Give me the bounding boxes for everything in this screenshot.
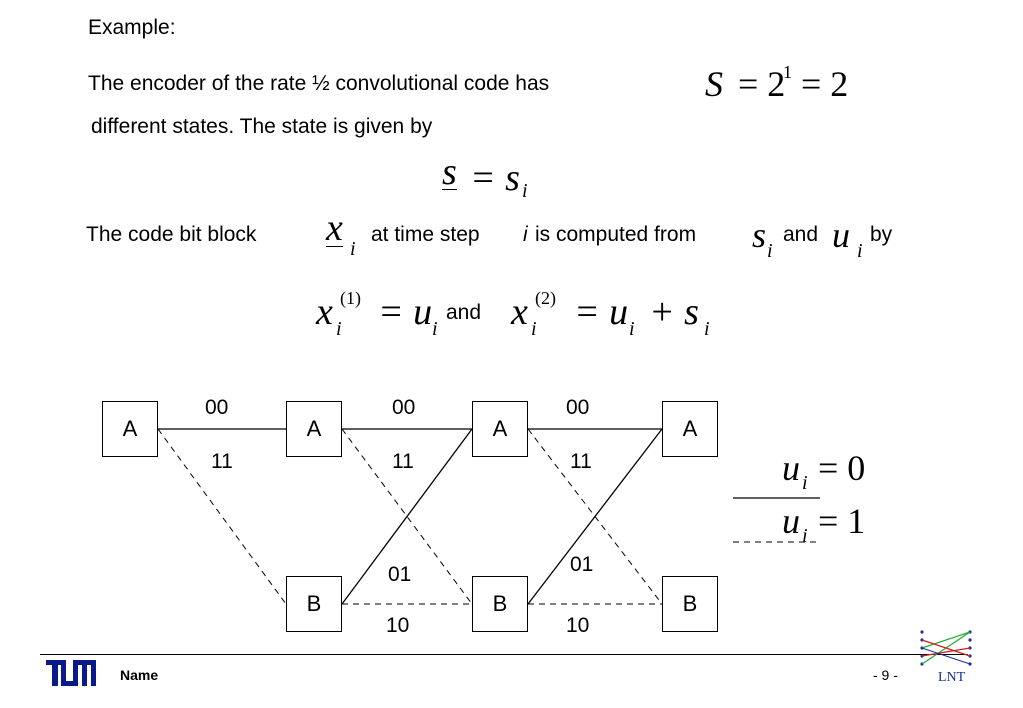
paragraph-2-computed: is computed from (535, 223, 697, 246)
label-10-1: 10 (386, 614, 410, 637)
legend-dashed-u: u (782, 501, 800, 541)
node-b-3: B (472, 576, 528, 632)
edge-b2-a3 (341, 428, 473, 605)
eq-x1-sub: i (336, 318, 342, 340)
eq-rhs1-sub: i (432, 318, 438, 340)
eq-eq2: = 2 (801, 64, 849, 104)
label-11-3: 11 (570, 450, 592, 473)
label-00-3: 00 (566, 396, 590, 419)
tum-logo-icon (46, 660, 96, 686)
eq-rhs2: = u (574, 291, 629, 333)
node-b-4: B (662, 576, 718, 632)
legend-solid-sub: i (802, 472, 808, 494)
paragraph-2-and: and (783, 223, 819, 246)
eq-plus-s: + s (649, 291, 699, 333)
eq-eq1: = 2 (738, 64, 786, 104)
eq-S: S (705, 64, 723, 104)
footer-page-number: - 9 - (873, 667, 898, 683)
eq-rhs2-sub: i (629, 318, 635, 340)
label-00-1: 00 (205, 396, 229, 419)
lnt-logo: LNT (918, 628, 978, 686)
tum-logo (46, 660, 96, 686)
legend-dashed-eq: = 1 (818, 501, 866, 541)
node-a-1: A (102, 401, 158, 457)
label-01-1: 01 (388, 563, 412, 586)
eq-state-sub: i (522, 180, 528, 202)
node-a-2: A (286, 401, 342, 457)
paragraph-2-start: The code bit block (86, 223, 257, 246)
label-00-2: 00 (392, 396, 416, 419)
slide-heading: Example: (88, 16, 176, 39)
node-a-3: A (472, 401, 528, 457)
eq-rhs1: = u (378, 291, 433, 333)
label-11-1: 11 (211, 450, 233, 473)
eq-x2-sup: (2) (535, 288, 556, 308)
eq-plus-s-sub: i (704, 318, 710, 340)
eq-state-s-vector: s (442, 151, 457, 193)
edge-a3-b4 (527, 428, 663, 605)
eq-state-rhs: = s (470, 157, 520, 199)
paragraph-2-middle: at time step (371, 223, 480, 246)
paragraph-1-line-1: The encoder of the rate ½ convolutional … (88, 72, 550, 95)
paragraph-1-line-2: different states. The state is given by (91, 115, 433, 138)
footer-name: Name (120, 667, 159, 683)
node-b-2: B (286, 576, 342, 632)
var-u-sub: i (857, 240, 863, 262)
lnt-logo-text: LNT (938, 670, 966, 685)
var-s-sub: i (767, 240, 773, 262)
eq-x2-sub: i (531, 318, 537, 340)
paragraph-2-i: i (523, 223, 528, 246)
var-u: u (832, 215, 850, 255)
var-x-vector: x (326, 207, 343, 249)
legend-dashed-sub: i (802, 525, 808, 547)
label-10-2: 10 (566, 614, 590, 637)
var-s: s (752, 215, 767, 255)
lnt-trellis-icon (920, 630, 972, 666)
paragraph-2-by: by (870, 223, 893, 246)
eq-exp: 1 (783, 62, 792, 82)
var-x-sub: i (350, 238, 356, 260)
legend-solid-u: u (782, 448, 800, 488)
label-01-2: 01 (570, 553, 594, 576)
label-11-2: 11 (392, 450, 414, 473)
node-a-4: A (662, 401, 718, 457)
eq-x1-sup: (1) (340, 288, 361, 308)
eq-and: and (446, 301, 482, 324)
legend-solid-eq: = 0 (818, 448, 866, 488)
footer-divider (40, 654, 968, 655)
edge-a1-b2 (157, 428, 287, 605)
eq-x1: x (316, 291, 333, 333)
eq-x2: x (511, 291, 528, 333)
edge-a2-b3 (341, 428, 473, 605)
